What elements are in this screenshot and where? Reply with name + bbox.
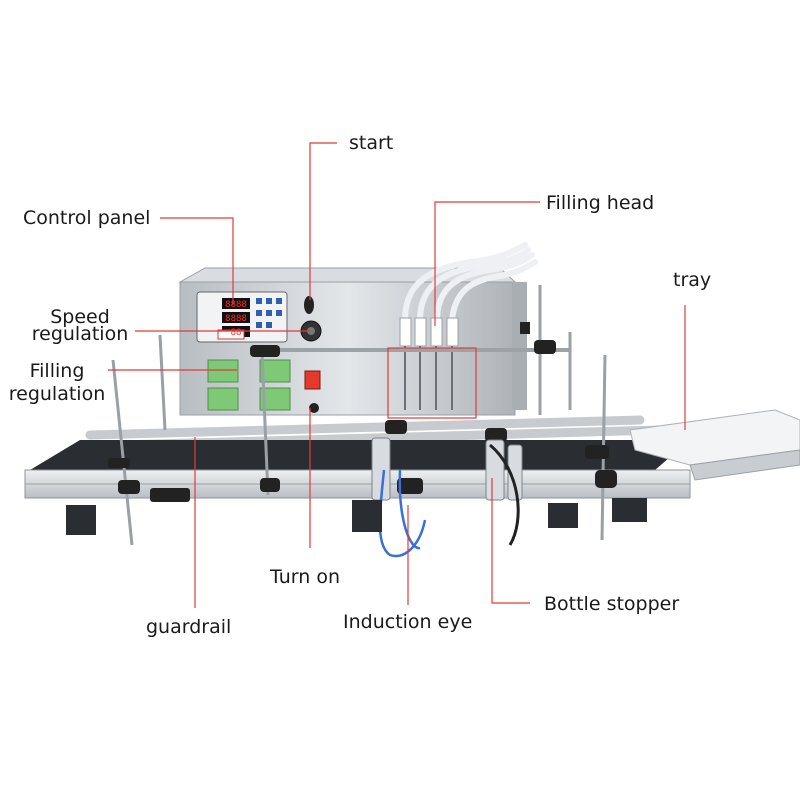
- label-guardrail: guardrail: [146, 616, 232, 638]
- stopper-hose: [489, 443, 520, 546]
- label-tray: tray: [673, 269, 712, 291]
- label-start: start: [349, 132, 394, 154]
- rail-clamps: [108, 322, 617, 502]
- leader-start: [309, 142, 337, 300]
- filling-regulation-screens: [207, 359, 291, 411]
- panel-display-mid: 8888: [225, 314, 247, 324]
- label-turn-on: Turn on: [270, 566, 340, 588]
- label-filling-regulation-line2: regulation: [8, 383, 106, 405]
- leader-lines: [108, 142, 686, 608]
- leader-filling-head: [434, 201, 540, 326]
- label-induction-eye: Induction eye: [343, 611, 473, 633]
- nozzle-rods: [404, 346, 453, 410]
- leader-control-panel: [160, 217, 234, 305]
- panel-display-top: 8888: [225, 300, 247, 310]
- power-switch: [304, 370, 321, 413]
- label-speed-regulation-line2: regulation: [31, 323, 129, 345]
- filling-head-highlight: [387, 347, 477, 419]
- label-filling-regulation-line1: Filling: [29, 360, 85, 382]
- label-speed-regulation-line1: Speed: [50, 306, 110, 328]
- panel-display-bot: 88: [231, 328, 242, 338]
- label-bottle-stopper: Bottle stopper: [544, 593, 680, 615]
- label-control-panel: Control panel: [23, 207, 151, 229]
- tray: [629, 409, 800, 481]
- leader-bottle-stopper: [491, 478, 530, 604]
- filling-head-tubes: [402, 242, 538, 323]
- machine-feet: [66, 498, 647, 535]
- label-filling-head: Filling head: [546, 192, 655, 214]
